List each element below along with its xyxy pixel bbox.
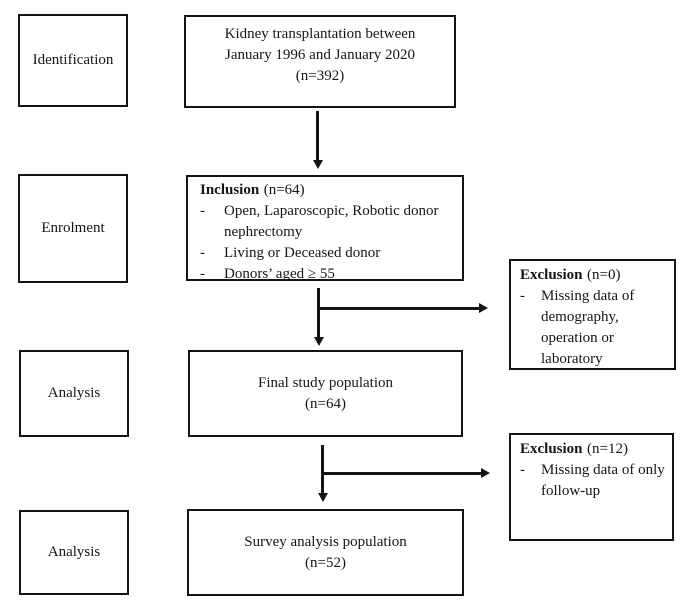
exclusion-item-text: Missing data of only follow-up	[541, 462, 665, 499]
exclusion-count: (n=12)	[587, 441, 628, 457]
arrowhead-down-icon	[314, 337, 324, 346]
inclusion-title: Inclusion	[200, 182, 260, 198]
exclusion-header: Exclusion(n=12)	[520, 439, 666, 460]
exclusion-header: Exclusion(n=0)	[520, 265, 668, 286]
bullet-dash: -	[200, 266, 205, 282]
arrowhead-right-icon	[481, 468, 490, 478]
source-population-box: Kidney transplantation between January 1…	[184, 15, 456, 108]
arrowhead-right-icon	[479, 303, 488, 313]
exclusion-box-1: Exclusion(n=0) - Missing data of demogra…	[509, 259, 676, 370]
final-population-box: Final study population (n=64)	[188, 350, 463, 437]
source-line-2: January 1996 and January 2020	[225, 47, 415, 63]
inclusion-count: (n=64)	[263, 182, 305, 198]
final-line-1: Final study population	[258, 374, 393, 391]
inclusion-item: - Open, Laparoscopic, Robotic donor neph…	[200, 201, 454, 243]
survey-population-box: Survey analysis population (n=52)	[187, 509, 464, 596]
exclusion-title: Exclusion	[520, 267, 583, 283]
exclusion-item: - Missing data of only follow-up	[520, 460, 666, 502]
arrowhead-down-icon	[318, 493, 328, 502]
stage-label: Analysis	[47, 544, 101, 560]
final-count: (n=64)	[305, 395, 346, 412]
stage-box-analysis-1: Analysis	[19, 350, 129, 437]
inclusion-header: Inclusion(n=64)	[200, 180, 454, 201]
inclusion-item-text: Living or Deceased donor	[224, 245, 381, 261]
arrowhead-down-icon	[313, 160, 323, 169]
stage-box-enrolment: Enrolment	[18, 174, 128, 283]
exclusion-box-2: Exclusion(n=12) - Missing data of only f…	[509, 433, 674, 541]
stage-label: Enrolment	[41, 220, 105, 236]
arrow-branch-to-exclusion-2	[323, 472, 482, 475]
stage-label: Analysis	[47, 385, 101, 401]
inclusion-item: - Donors’ aged ≥ 55	[200, 264, 454, 285]
exclusion-title: Exclusion	[520, 441, 583, 457]
source-line-1: Kidney transplantation between	[224, 26, 416, 42]
inclusion-item-text: Donors’ aged ≥ 55	[224, 266, 335, 282]
inclusion-box: Inclusion(n=64) - Open, Laparoscopic, Ro…	[186, 175, 464, 282]
arrow-branch-to-exclusion-1	[319, 307, 480, 310]
bullet-dash: -	[520, 462, 525, 478]
stage-box-identification: Identification	[18, 14, 128, 107]
bullet-dash: -	[200, 245, 205, 261]
exclusion-count: (n=0)	[587, 267, 621, 283]
stage-box-analysis-2: Analysis	[19, 510, 129, 595]
exclusion-item-text: Missing data of demography, operation or…	[541, 288, 635, 367]
exclusion-item: - Missing data of demography, operation …	[520, 286, 668, 370]
survey-line-1: Survey analysis population	[244, 533, 407, 550]
arrow-source-to-inclusion	[316, 111, 319, 161]
inclusion-item-text: Open, Laparoscopic, Robotic donor nephre…	[224, 203, 439, 240]
bullet-dash: -	[200, 203, 205, 219]
source-count: (n=392)	[295, 68, 345, 84]
stage-label: Identification	[32, 52, 114, 68]
arrow-final-to-survey	[321, 445, 324, 494]
bullet-dash: -	[520, 288, 525, 304]
inclusion-item: - Living or Deceased donor	[200, 243, 454, 264]
arrow-inclusion-to-final	[317, 288, 320, 338]
survey-count: (n=52)	[305, 554, 346, 571]
